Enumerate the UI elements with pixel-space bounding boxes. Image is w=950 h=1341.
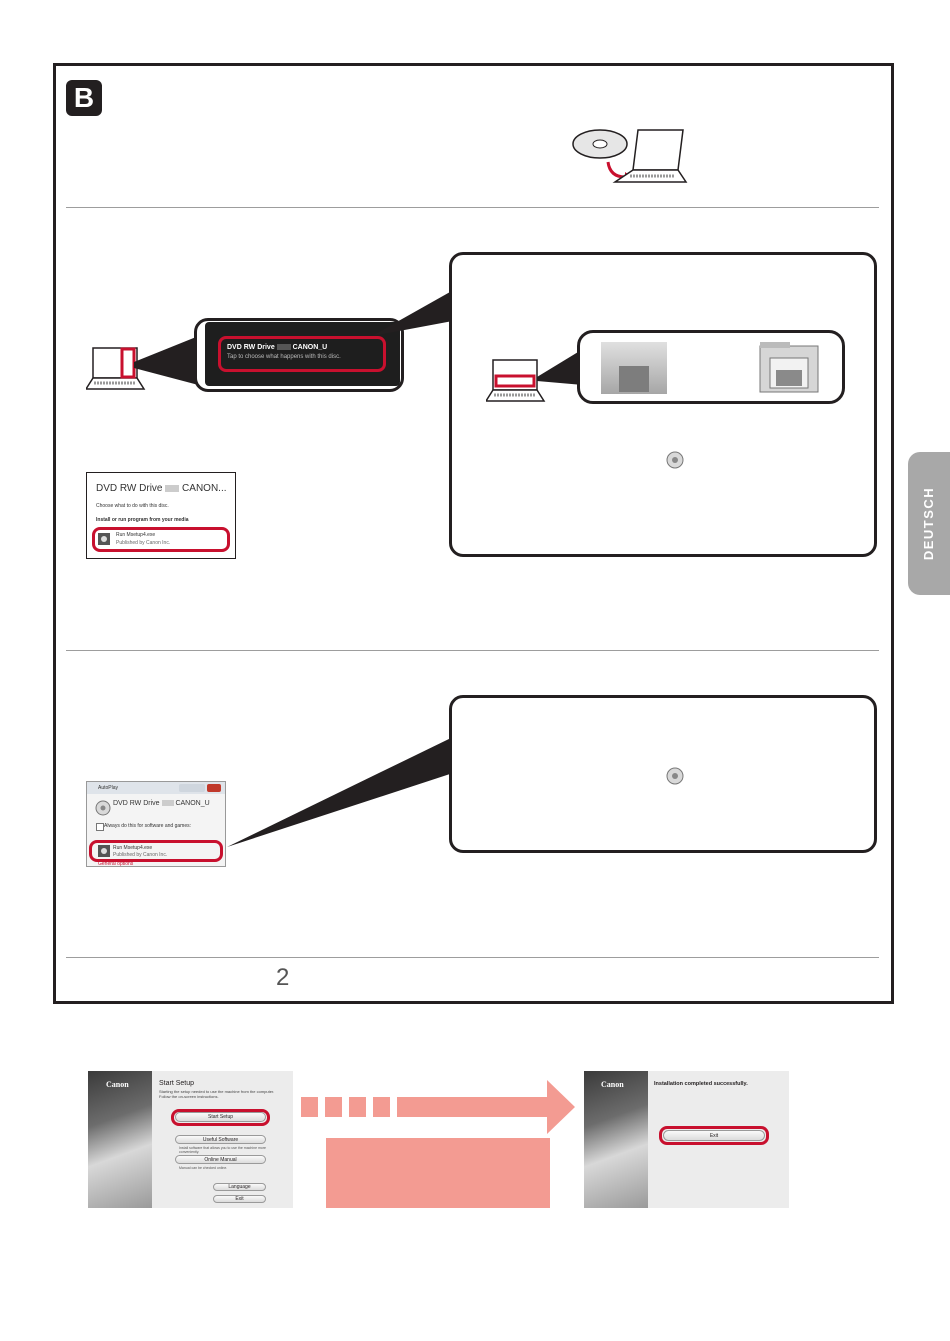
setup-disc-icon-3 — [98, 845, 110, 857]
autoplay-program: Run Msetup4.exe — [113, 845, 153, 851]
dialog-group: Install or run program from your media — [96, 517, 189, 523]
autoplay-callout — [449, 695, 877, 853]
canon-logo: Canon — [106, 1080, 129, 1089]
finish-side-photo — [584, 1071, 648, 1208]
setup-disc-icon — [98, 533, 110, 545]
setup-title: Start Setup — [159, 1080, 195, 1087]
alt-method-callout — [449, 252, 877, 557]
online-manual-note: Manual can be checked online. — [179, 1166, 228, 1170]
close-icon[interactable] — [207, 784, 221, 792]
autoplay-disc-icon — [95, 800, 111, 816]
flow-arrow — [397, 1080, 575, 1134]
autoplay-run-msetup-option[interactable] — [89, 840, 223, 862]
start-setup-button[interactable]: Start Setup — [175, 1112, 266, 1122]
autoplay-checkbox-label: Always do this for software and games: — [104, 823, 191, 829]
autoplay-drive: DVD RW Drive CANON_U — [113, 800, 210, 807]
flow-dash-4 — [373, 1097, 390, 1117]
zoom-pointer-2 — [537, 349, 583, 385]
divider-2 — [66, 650, 879, 651]
section-frame — [53, 63, 894, 1004]
setup-disc-icon-2 — [666, 451, 684, 469]
notification-title: DVD RW Drive CANON_U — [227, 344, 328, 351]
callout-pointer — [372, 292, 458, 336]
run-msetup-option[interactable] — [92, 527, 230, 552]
explorer-folder-icon[interactable] — [601, 340, 669, 394]
canon-logo-2: Canon — [601, 1080, 624, 1089]
cd-to-laptop-illustration — [572, 129, 688, 183]
section-badge: B — [66, 80, 102, 116]
always-checkbox[interactable] — [96, 823, 104, 831]
useful-software-button[interactable]: Useful Software — [175, 1135, 266, 1144]
autoplay-more-options[interactable]: General options — [98, 861, 134, 867]
flow-note-box — [326, 1138, 550, 1208]
online-manual-button[interactable]: Online Manual — [175, 1155, 266, 1164]
divider-3 — [66, 957, 879, 958]
start-setup-highlight — [171, 1109, 270, 1126]
disc-notification[interactable] — [205, 322, 400, 386]
setup-side-photo — [88, 1071, 152, 1208]
notification-subtitle: Tap to choose what happens with this dis… — [227, 354, 341, 360]
autoplay-publisher: Published by Canon Inc. — [113, 852, 168, 858]
laptop-icon — [86, 347, 146, 390]
autoplay-title: AutoPlay — [98, 785, 119, 791]
notification-highlight — [218, 336, 386, 372]
dialog-program: Run Msetup4.exe — [116, 532, 156, 538]
install-complete-message: Installation completed successfully. — [654, 1081, 748, 1087]
dialog-publisher: Published by Canon Inc. — [116, 540, 171, 546]
page-number: 2 — [276, 964, 290, 991]
laptop-icon-2 — [486, 359, 546, 402]
useful-software-note: Install software that allows you to use … — [179, 1146, 266, 1154]
setup-disc-icon-4 — [666, 767, 684, 785]
zoom-pointer — [134, 333, 206, 387]
language-button[interactable]: Language — [213, 1183, 266, 1191]
flow-dash-1 — [301, 1097, 318, 1117]
exit-button[interactable]: Exit — [213, 1195, 266, 1203]
callout-pointer-2 — [227, 737, 453, 847]
disc-dialog-screenshot — [86, 472, 236, 559]
finish-exit-button[interactable]: Exit — [663, 1130, 765, 1141]
finish-exit-highlight — [659, 1126, 769, 1145]
dialog-title: DVD RW Drive CANON... — [96, 483, 227, 494]
divider-1 — [66, 207, 879, 208]
file-explorer-icon[interactable] — [758, 340, 820, 394]
flow-dash-3 — [349, 1097, 366, 1117]
language-tab — [908, 452, 950, 595]
dialog-question: Choose what to do with this disc. — [96, 503, 169, 509]
flow-dash-2 — [325, 1097, 342, 1117]
language-tab-label: DEUTSCH — [921, 486, 937, 561]
setup-description: Starting the setup needed to use the mac… — [159, 1089, 275, 1099]
window-controls[interactable] — [179, 784, 205, 792]
